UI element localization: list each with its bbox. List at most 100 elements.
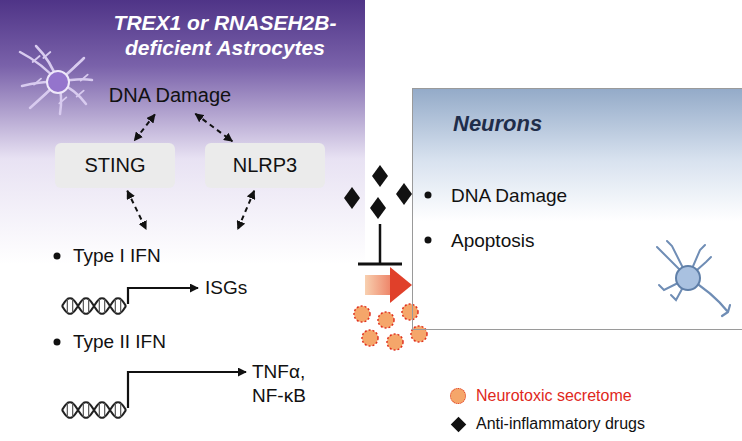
node-label: DNA Damage [109, 84, 231, 107]
dna-strand [62, 402, 126, 418]
legend: Neurotoxic secretomeAnti-inflammatory dr… [450, 382, 645, 438]
dna-rung [83, 299, 84, 313]
cell-branch [33, 56, 40, 62]
transcription-arrow [128, 288, 198, 304]
bullet-text: Apoptosis [451, 229, 534, 253]
dna-rung [115, 403, 116, 417]
cell-body [676, 266, 700, 290]
secretome-particle [362, 330, 378, 346]
dna-rung [67, 403, 68, 417]
inhibition-bar [358, 263, 402, 266]
cell-branch [81, 75, 88, 81]
cell-branch [43, 52, 50, 58]
dashed-arrow [195, 114, 232, 141]
dna-rung [99, 299, 100, 313]
interaction-arrow [127, 191, 146, 230]
astrocyte-icon [20, 46, 92, 114]
panel-background [0, 0, 365, 441]
neuron-icon [657, 241, 730, 316]
legend-swatch [450, 388, 466, 404]
bullet-text: DNA Damage [451, 184, 567, 208]
secretome-particle [354, 306, 370, 322]
drug-diamond [372, 165, 388, 187]
bullet-dot [425, 192, 432, 199]
secretome-particle [402, 304, 418, 320]
dna-rung [67, 299, 68, 313]
legend-diamond [451, 416, 467, 432]
dna-rung [115, 299, 116, 313]
bullet-text: Type II IFN [73, 330, 166, 354]
dna-rung [72, 299, 73, 313]
panel-title: Neurons [453, 111, 542, 136]
dna-icon [62, 402, 126, 418]
drug-diamond [396, 183, 412, 205]
interaction-arrow [238, 191, 254, 229]
secretome-particle [378, 312, 394, 328]
text-slot: Neurons [453, 111, 542, 137]
astrocyte-panel: TREX1 or RNASEH2B-deficient AstrocytesDN… [0, 0, 365, 441]
arrow-shaft [365, 275, 390, 295]
dashed-arrow [134, 114, 154, 140]
secretome-particle [411, 326, 427, 342]
gene-output: ISGs [205, 276, 247, 300]
secretome-particle [387, 334, 403, 350]
box-label: NLRP3 [233, 154, 297, 177]
text-slot: Type II IFN [73, 330, 166, 354]
arrow-head [390, 267, 412, 303]
legend-row: Neurotoxic secretome [450, 382, 645, 410]
dashed-arrow [238, 191, 254, 229]
text-slot: DNA Damage [451, 184, 567, 208]
cell-branch [77, 91, 84, 97]
cell-branch [39, 93, 46, 99]
legend-text: Anti-inflammatory drugs [476, 415, 645, 433]
dna-rung [88, 299, 89, 313]
interaction-arrow [134, 114, 154, 140]
dna-strand [62, 298, 126, 314]
dna-rung [120, 299, 121, 313]
dna-rung [99, 403, 100, 417]
text-slot: ISGs [205, 276, 247, 300]
cell-branch [34, 79, 41, 85]
transcription-arrow [128, 372, 246, 408]
panel-title: TREX1 or RNASEH2B-deficient Astrocytes [100, 10, 350, 60]
bullet-list: Type I IFN ISGsType II IFN TNFα, NF-κB [45, 232, 345, 427]
dna-strand [62, 298, 126, 314]
drug-diamond [344, 187, 360, 209]
dna-rung [88, 403, 89, 417]
text-slot: TREX1 or RNASEH2B-deficient Astrocytes [100, 10, 350, 60]
dna-strand [62, 402, 126, 418]
box-label: STING [84, 154, 145, 177]
dna-rung [83, 403, 84, 417]
bullet-dot [54, 339, 61, 346]
dna-rung [104, 299, 105, 313]
secretion-arrow [365, 267, 412, 303]
text-slot: Type I IFN [73, 244, 161, 268]
dna-rung [104, 403, 105, 417]
interaction-arrow [195, 114, 232, 141]
process-box: STING [55, 143, 175, 188]
dna-icon [62, 298, 126, 314]
bullet-text: Type I IFN [73, 244, 161, 268]
dashed-arrow [127, 191, 146, 230]
text-slot: Apoptosis [451, 229, 534, 253]
text-slot: TNFα, NF-κB [252, 360, 330, 408]
neuron-panel: NeuronsDNA DamageApoptosis [412, 88, 742, 330]
process-box: NLRP3 [205, 143, 325, 188]
legend-text: Neurotoxic secretome [476, 387, 632, 405]
plain-node: DNA Damage [95, 78, 245, 112]
drug-diamond [370, 197, 386, 219]
inhibition-stem [379, 224, 382, 264]
gene-output: TNFα, NF-κB [252, 360, 330, 408]
dna-rung [120, 403, 121, 417]
bullet-dot [54, 253, 61, 260]
cell-branch [59, 97, 66, 103]
cell-body [47, 71, 69, 93]
cell-branch [75, 60, 82, 66]
panel-background [412, 88, 742, 330]
legend-row: Anti-inflammatory drugs [450, 410, 645, 438]
dna-rung [72, 403, 73, 417]
bullet-dot [425, 237, 432, 244]
